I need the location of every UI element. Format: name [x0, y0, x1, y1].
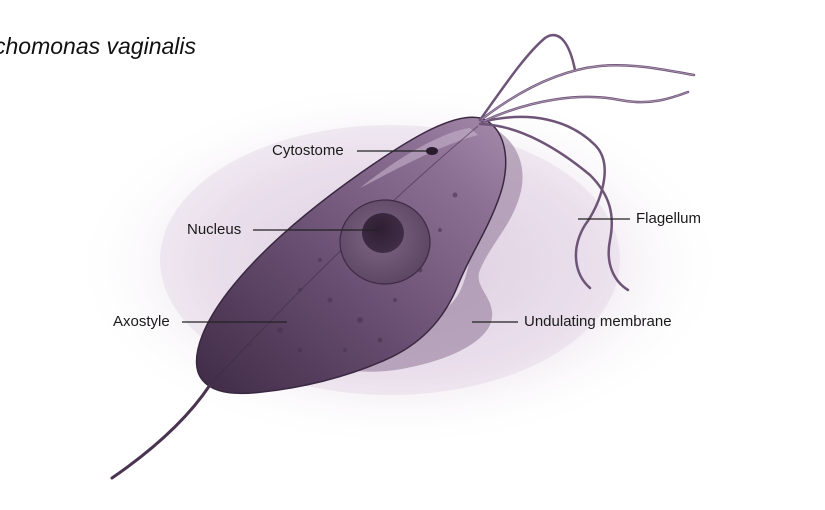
cytoplasm-granules: [232, 192, 458, 373]
figure-title: chomonas vaginalis: [0, 33, 197, 59]
label-undulating-membrane: Undulating membrane: [524, 313, 672, 330]
label-flagellum: Flagellum: [636, 210, 702, 227]
undulating-membrane-shape: [310, 122, 523, 372]
nucleolus-shape: [362, 213, 404, 253]
axostyle-tail: [110, 383, 212, 480]
label-axostyle: Axostyle: [113, 313, 170, 330]
cytostome-shape: [426, 147, 438, 155]
flagella-highlight: [481, 64, 695, 122]
body-highlight: [360, 128, 478, 188]
leader-lines: [182, 150, 630, 323]
label-nucleus: Nucleus: [187, 221, 242, 238]
label-cytostome: Cytostome: [272, 142, 344, 159]
